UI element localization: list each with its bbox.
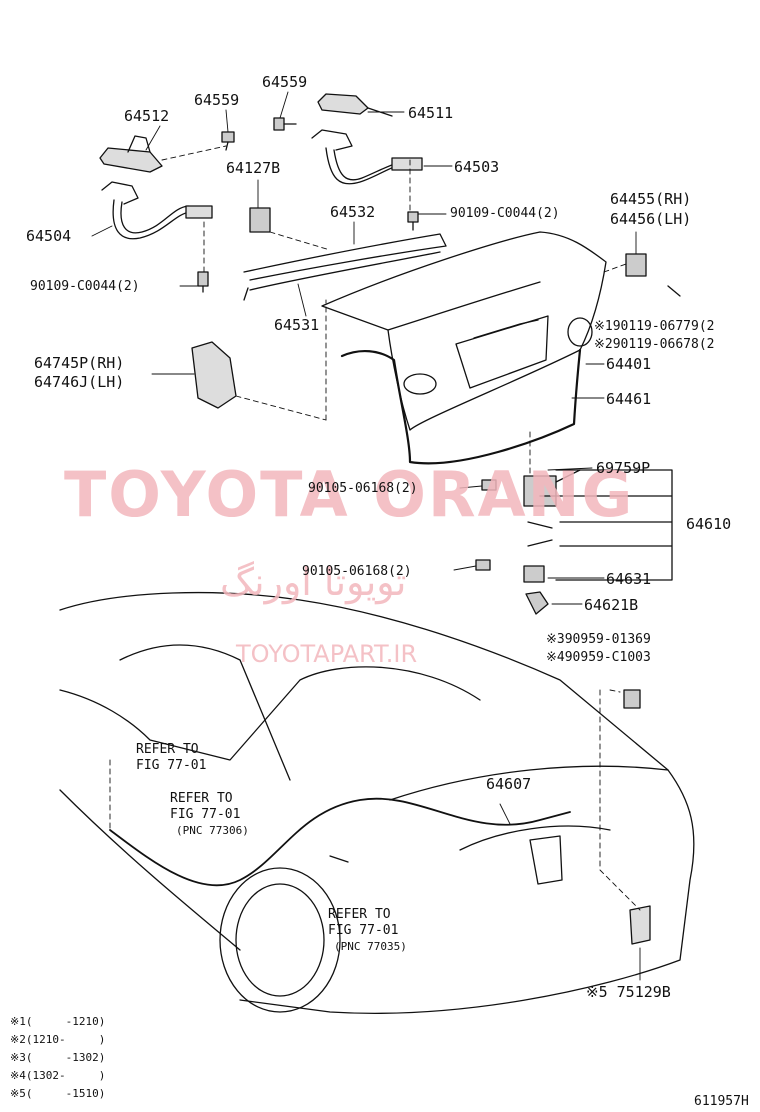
label-64512: 64512 (124, 107, 170, 125)
label-64559-a: 64559 (194, 91, 240, 109)
label-64559-b: 64559 (262, 73, 308, 91)
label-90105-a: 90105-06168(2) (308, 481, 418, 496)
refer-2-line3: (PNC 77306) (176, 824, 249, 837)
label-90959-a: ※390959-01369 (546, 632, 651, 647)
leader-bracket-64610 (539, 469, 673, 581)
label-64532: 64532 (330, 203, 376, 221)
label-64746: 64746J(LH) (34, 373, 125, 391)
refer-2-line1: REFER TO (170, 791, 233, 806)
label-90109-a: 90109-C0044(2) (450, 206, 560, 221)
screw-90105-b (475, 559, 491, 571)
label-75129b: ※5 75129B (586, 983, 671, 1001)
note-5: ※5( -1510) (10, 1087, 106, 1100)
hinge-arm-64503 (311, 129, 423, 185)
trunk-lid-64401 (321, 231, 607, 431)
label-64504: 64504 (26, 227, 72, 245)
label-64461: 64461 (606, 390, 652, 408)
cover-64621b (525, 591, 549, 615)
label-90959-b: ※490959-C1003 (546, 650, 651, 665)
watermark-brand: TOYOTA ORANG (64, 458, 635, 531)
screw-90105-a (481, 479, 497, 491)
label-69759p: 69759P (596, 459, 651, 477)
refer-3-line3: (PNC 77035) (334, 940, 407, 953)
label-64631: 64631 (606, 570, 652, 588)
watermark-arabic: تویوتا اورنگ (220, 560, 407, 604)
lock-assembly-64610 (523, 469, 581, 547)
stopper-64455 (625, 253, 681, 297)
refer-1-line1: REFER TO (136, 742, 199, 757)
car-body (59, 591, 695, 1014)
label-64745: 64745P(RH) (34, 354, 125, 372)
hinge-bracket-64512 (99, 135, 163, 173)
watermark-site: TOYOTAPART.IR (236, 640, 418, 668)
hinge-arm-64504 (101, 181, 213, 240)
refer-3-line2: FIG 77-01 (328, 923, 399, 938)
figure-id: 611957H (694, 1094, 749, 1109)
label-90119-a: ※190119-06779(2 (594, 319, 715, 334)
clip-90959 (623, 689, 641, 709)
bolt-90109-b (407, 211, 419, 231)
bolt-90109-a (197, 271, 209, 293)
relation-lines (109, 145, 641, 911)
refer-1-line2: FIG 77-01 (136, 758, 207, 773)
clip-64127b (249, 207, 271, 233)
cover-64745 (191, 341, 237, 409)
label-64455: 64455(RH) (610, 190, 692, 208)
hinge-bracket-64511 (317, 93, 393, 117)
weatherstrip-64461 (340, 348, 582, 465)
striker-64631 (523, 565, 545, 583)
leader-lines (91, 91, 641, 981)
bolt-64559-b (273, 117, 297, 131)
label-90105-b: 90105-06168(2) (302, 564, 412, 579)
label-90109-b: 90109-C0044(2) (30, 279, 140, 294)
label-64610: 64610 (686, 515, 732, 533)
torsion-bar-64532 (243, 233, 447, 281)
label-64401: 64401 (606, 355, 652, 373)
label-64127b: 64127B (226, 159, 281, 177)
note-3: ※3( -1302) (10, 1051, 106, 1064)
refer-3-line1: REFER TO (328, 907, 391, 922)
label-90119-b: ※290119-06678(2 (594, 337, 715, 352)
note-4: ※4(1302- ) (10, 1069, 106, 1082)
refer-2-line2: FIG 77-01 (170, 807, 241, 822)
note-2: ※2(1210- ) (10, 1033, 106, 1046)
label-64607: 64607 (486, 775, 532, 793)
torsion-bar-64531 (243, 251, 441, 301)
bolt-64559-a (221, 131, 235, 151)
label-64503: 64503 (454, 158, 500, 176)
label-64531: 64531 (274, 316, 320, 334)
label-64456: 64456(LH) (610, 210, 692, 228)
label-64511: 64511 (408, 104, 454, 122)
note-1: ※1( -1210) (10, 1015, 106, 1028)
label-64621b: 64621B (584, 596, 639, 614)
release-cable-64607 (109, 797, 571, 887)
